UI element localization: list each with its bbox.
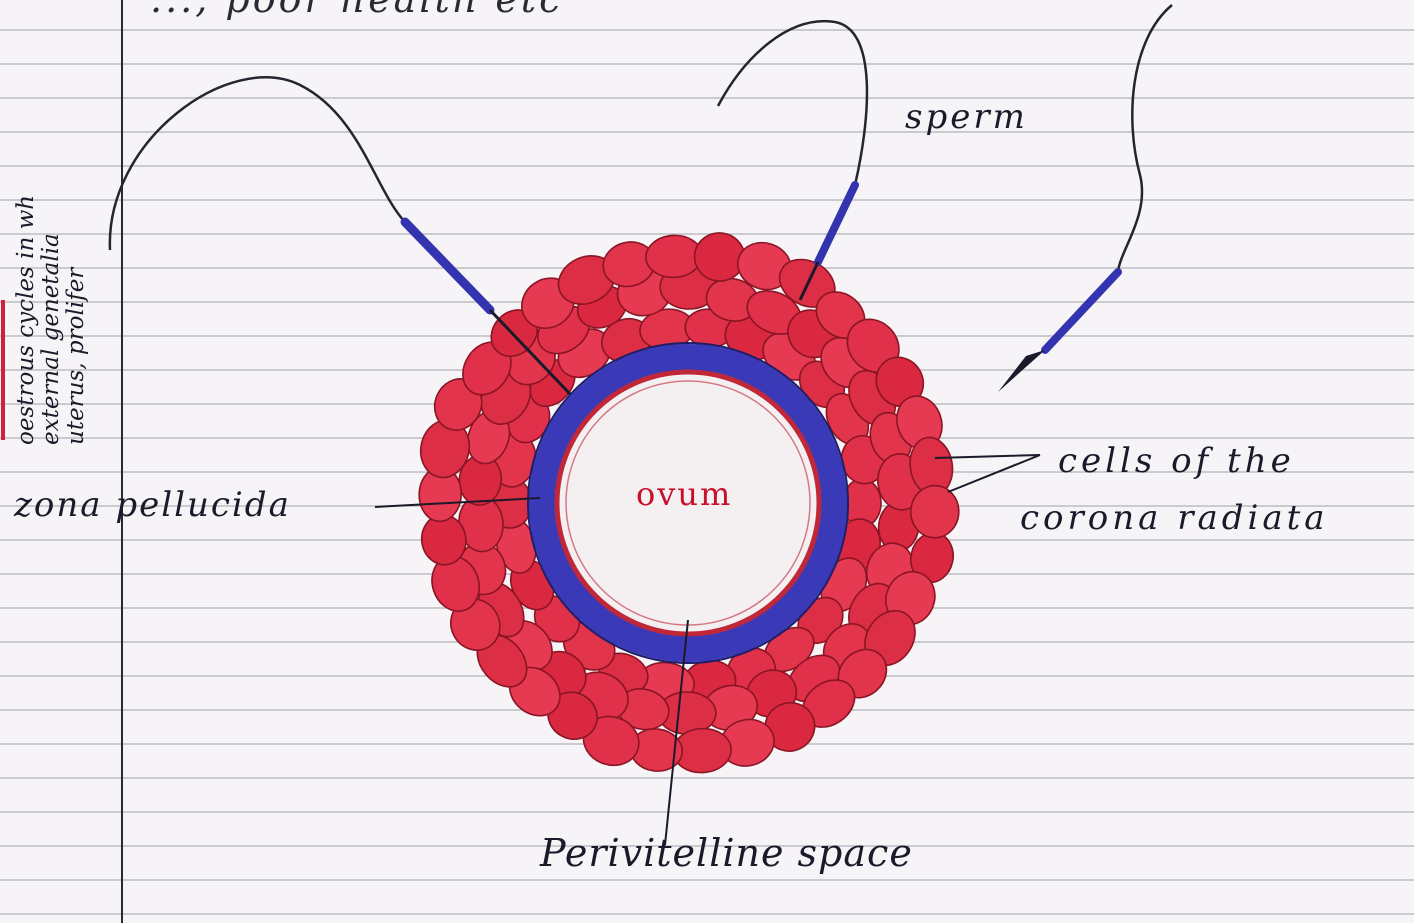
corona-label-line1: cells of the: [1058, 444, 1295, 478]
zona-pellucida-label: zona pellucida: [14, 488, 291, 522]
ovum-label: ovum: [636, 478, 732, 510]
perivitelline-label: Perivitelline space: [540, 834, 913, 872]
sperm-3: [998, 5, 1172, 392]
corona-cell: [910, 485, 960, 539]
margin-note: oestrous cycles in wh external genetalia…: [14, 195, 89, 445]
margin-note-line: oestrous cycles in wh: [14, 195, 39, 445]
top-text: ..., poor health etc: [150, 0, 563, 18]
corona-label-line2: corona radiata: [1020, 501, 1329, 535]
margin-note-line: external genetalia: [39, 195, 64, 445]
sperm-label: sperm: [905, 100, 1028, 134]
margin-note-line: uterus, prolifer: [64, 195, 89, 445]
